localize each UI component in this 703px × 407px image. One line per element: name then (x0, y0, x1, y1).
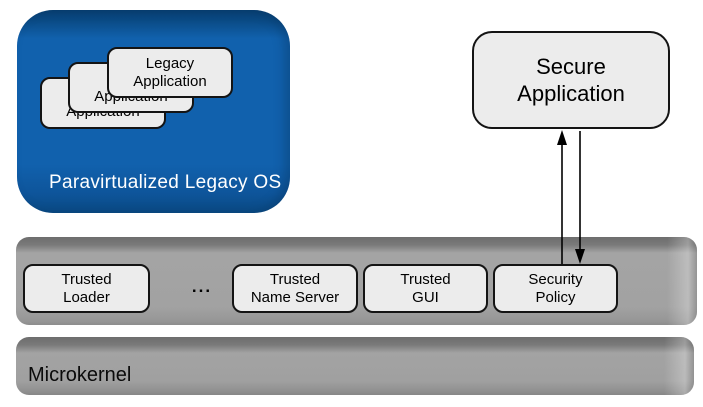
legacy-application-box-front: Legacy Application (107, 47, 233, 98)
trusted-loader-box: Trusted Loader (23, 264, 150, 313)
microkernel-label: Microkernel (28, 364, 132, 386)
trusted-gui-box: Trusted GUI (363, 264, 488, 313)
trusted-name-server-box: Trusted Name Server (232, 264, 358, 313)
ellipsis-label: ... (191, 277, 213, 296)
microkernel-layer: Microkernel (16, 337, 694, 395)
trusted-services-layer: Trusted Loader ... Trusted Name Server T… (16, 237, 697, 325)
security-policy-box: Security Policy (493, 264, 618, 313)
secure-application-box: Secure Application (472, 31, 670, 129)
legacy-os-label: Paravirtualized Legacy OS (49, 172, 282, 193)
